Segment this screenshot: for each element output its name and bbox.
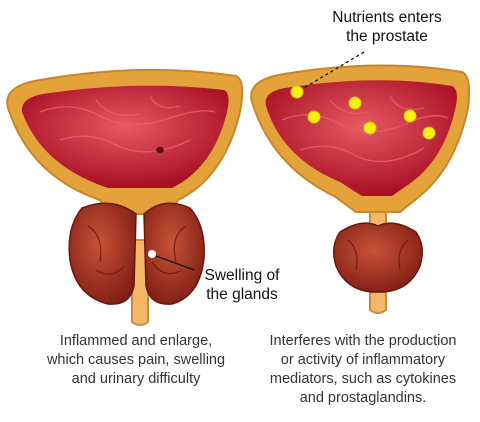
nutrient-dot: [403, 109, 417, 123]
right-caption-line-2: or activity of inflammatory: [280, 352, 446, 368]
left-prostate-illustration: [6, 68, 244, 326]
right-gland: [333, 222, 423, 293]
left-bladder-cavity: [21, 85, 229, 188]
nutrient-dot: [348, 96, 362, 110]
nutrient-dots: [290, 85, 436, 140]
right-caption-line-3: mediators, such as cytokines: [269, 371, 457, 387]
swelling-label-line-1: Swelling of: [204, 267, 280, 284]
left-urethra: [131, 239, 149, 326]
nutrients-label: Nutrients enters the prostate: [322, 8, 452, 46]
nutrient-dot: [363, 121, 377, 135]
swelling-marker-dot: [148, 250, 156, 258]
nutrients-label-line-1: Nutrients enters: [332, 9, 442, 26]
nutrient-dot: [307, 110, 321, 124]
left-caption-line-3: and urinary difficulty: [71, 371, 201, 387]
left-caption-line-1: Inflammed and enlarge,: [59, 333, 213, 349]
left-caption: Inflammed and enlarge, which causes pain…: [16, 332, 256, 389]
nutrients-label-line-2: the prostate: [346, 28, 428, 45]
swelling-label-line-2: the glands: [206, 286, 278, 303]
nutrient-dot: [422, 126, 436, 140]
right-caption-line-1: Interferes with the production: [269, 333, 457, 349]
right-caption: Interferes with the production or activi…: [250, 332, 476, 408]
left-bladder-veins: [39, 95, 216, 153]
left-gland-lobe-left: [68, 202, 137, 305]
left-caption-line-2: which causes pain, swelling: [46, 352, 226, 368]
swelling-pointer-line: [155, 255, 195, 271]
right-prostate-illustration: [250, 51, 471, 314]
right-caption-line-4: and prostaglandins.: [299, 390, 427, 406]
nutrient-dot: [290, 85, 304, 99]
swelling-label: Swelling of the glands: [196, 266, 288, 304]
